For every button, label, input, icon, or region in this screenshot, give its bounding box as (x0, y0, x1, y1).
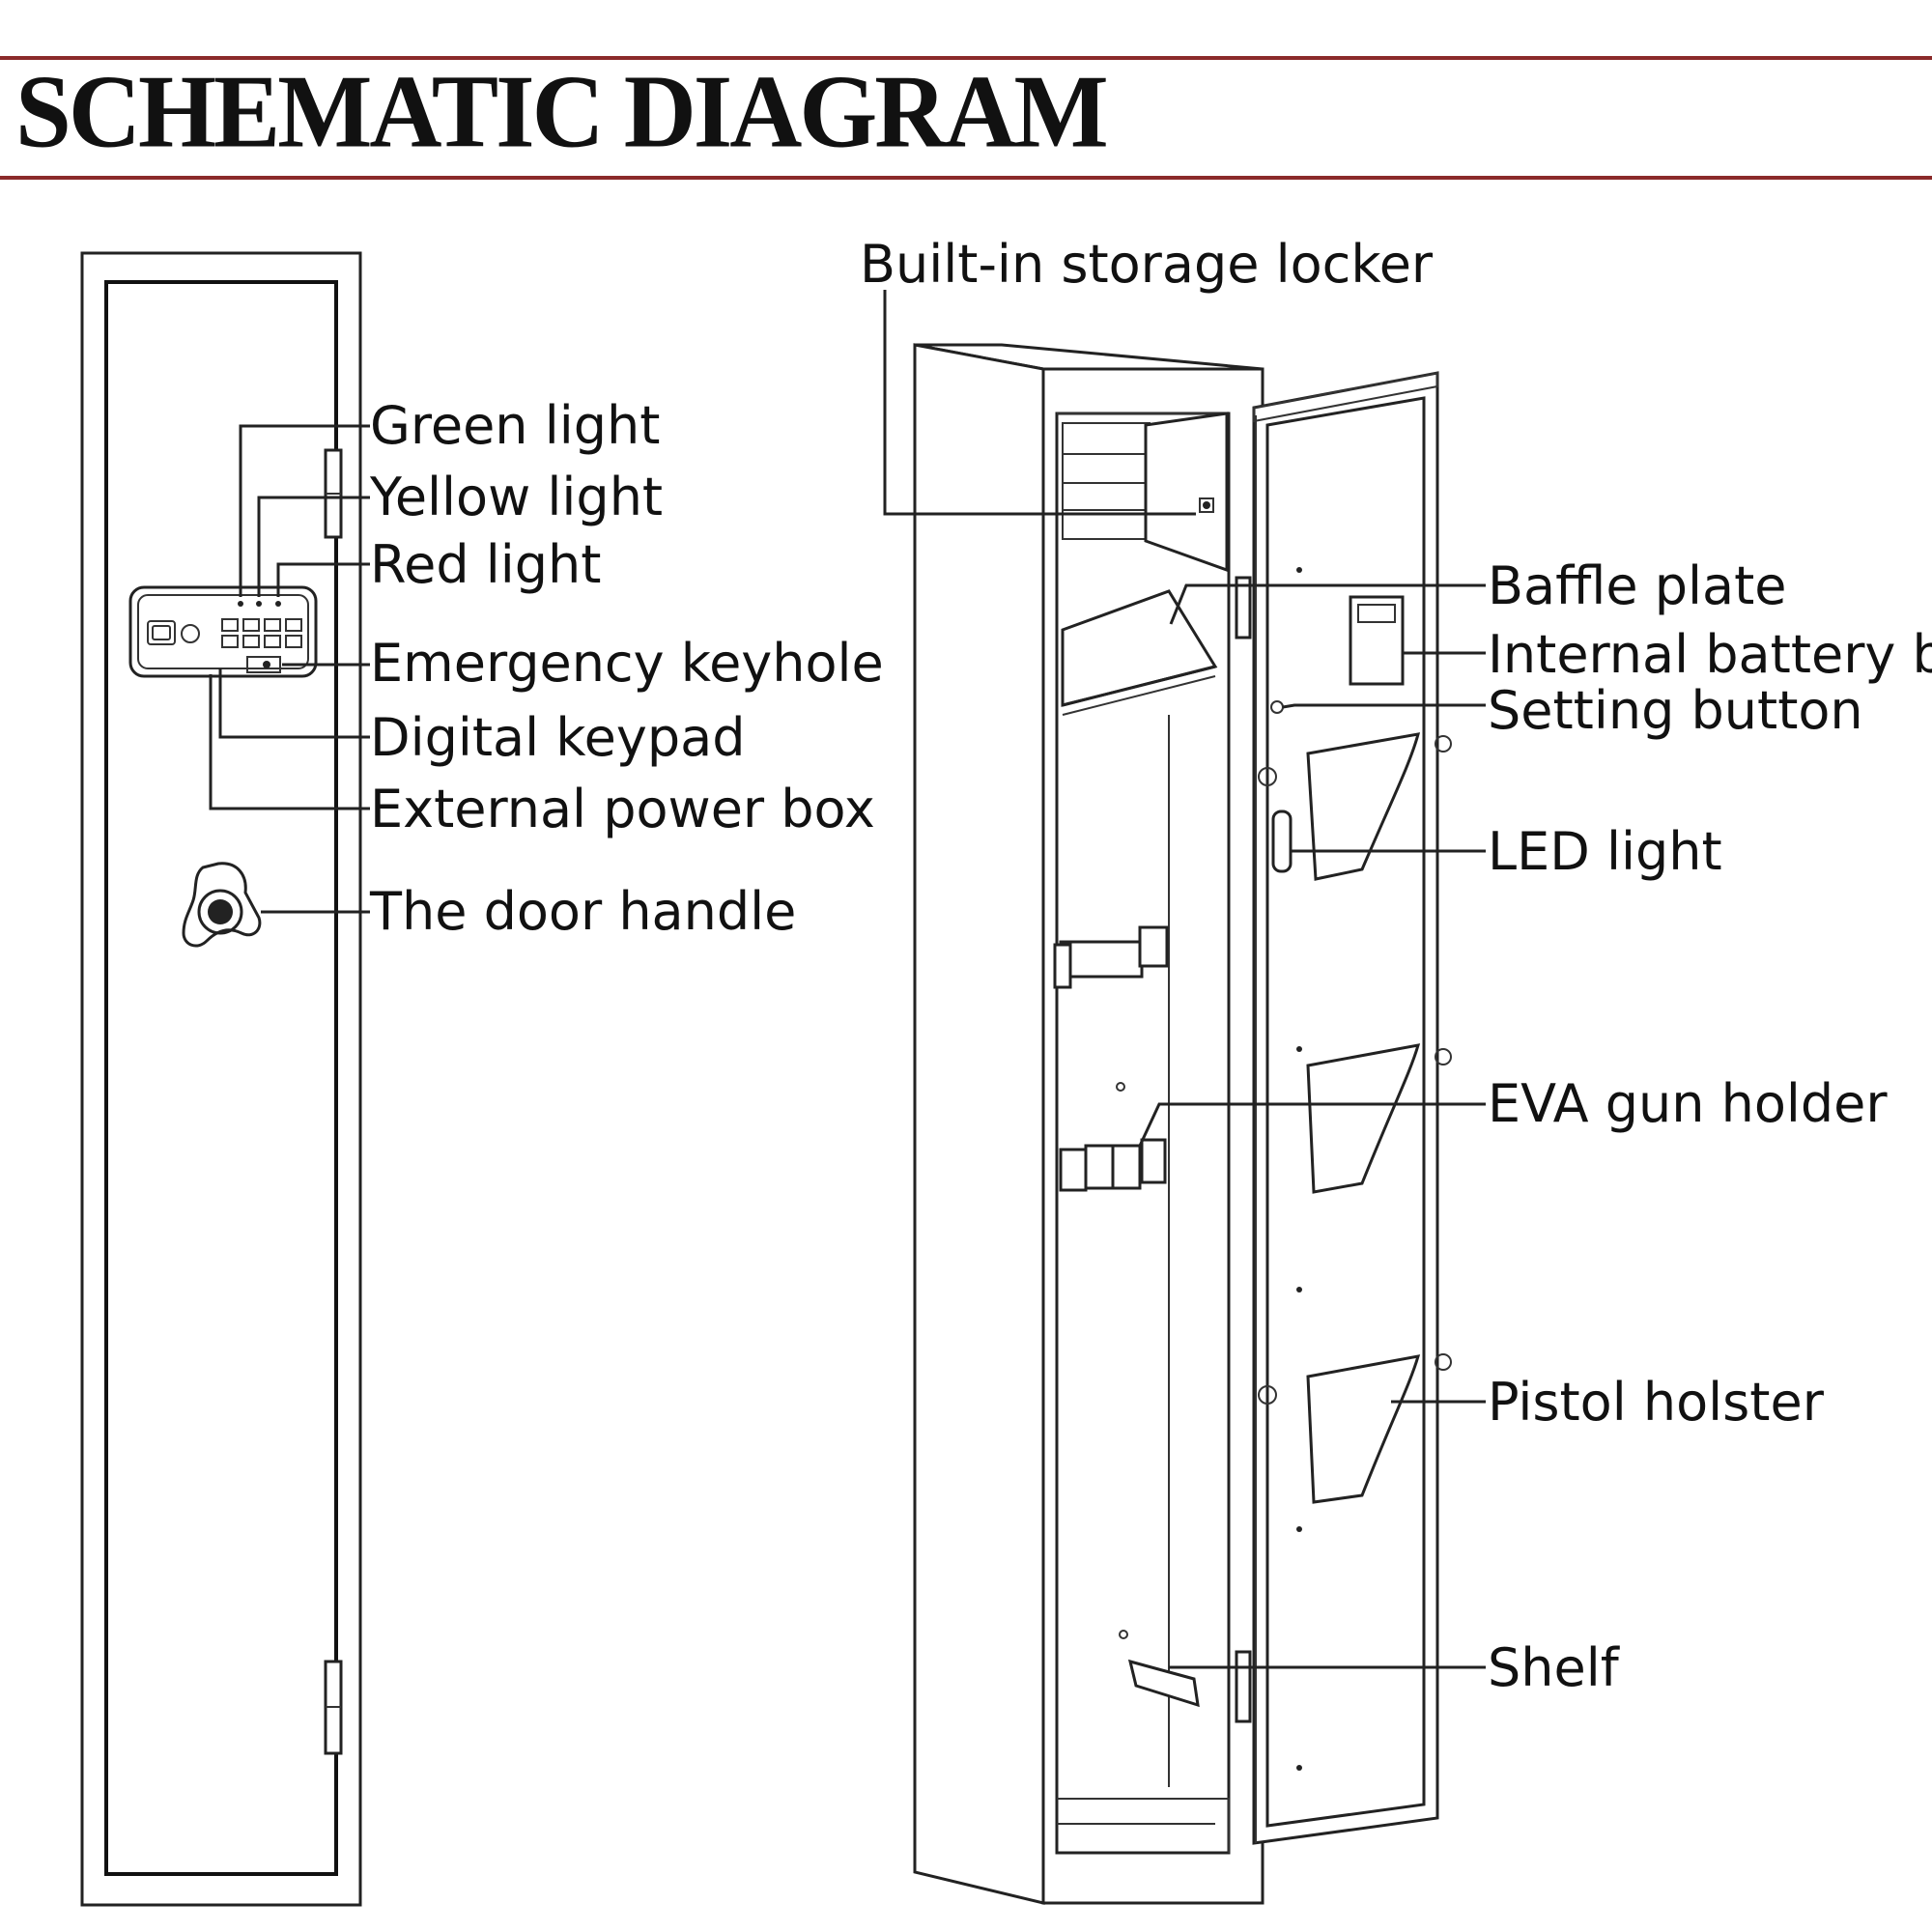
keypad-key (285, 635, 302, 648)
cabinet-hinge-bottom (1235, 1650, 1252, 1723)
leader-external-power-box (209, 674, 370, 810)
label-external-power-box: External power box (370, 779, 875, 839)
label-yellow-light: Yellow light (369, 467, 663, 527)
door-handle-hub (197, 889, 243, 935)
keypad-key (221, 618, 239, 632)
front-door-panel (104, 280, 338, 1876)
open-view: Built-in storage locker Baffle plate Int… (860, 234, 1932, 1905)
door-bolt (1258, 767, 1277, 786)
red-light-dot (275, 601, 281, 607)
round-button (181, 624, 200, 643)
leader-digital-keypad (218, 668, 370, 739)
door-edge-stud (1435, 735, 1452, 753)
label-emergency-keyhole: Emergency keyhole (370, 633, 884, 694)
door-handle-center (208, 899, 233, 924)
door-edge-stud (1435, 1048, 1452, 1065)
label-shelf: Shelf (1488, 1637, 1621, 1698)
fingerprint-sensor (147, 620, 176, 645)
locker-door (1144, 412, 1229, 573)
label-red-light: Red light (370, 534, 601, 595)
lower-gun-rest-block (1140, 1138, 1167, 1184)
upper-gun-rest (1053, 925, 1169, 989)
door-handle-knob (182, 862, 262, 948)
label-door-handle: The door handle (369, 881, 796, 942)
lower-gun-rest-block (1059, 1148, 1088, 1192)
interior-floor (1057, 1798, 1230, 1853)
leader-yellow-light (257, 496, 370, 597)
page-title: SCHEMATIC DIAGRAM (15, 53, 1109, 170)
label-digital-keypad: Digital keypad (370, 707, 745, 768)
locker-keyhole (1199, 497, 1214, 513)
lower-gun-rest (1059, 1138, 1167, 1192)
fingerprint-sensor-core (152, 625, 171, 640)
door-bolt (1258, 1385, 1277, 1405)
door-edge-stud (1435, 1353, 1452, 1371)
baffle-plate-edge (1062, 665, 1216, 707)
door-rivet (1296, 1765, 1302, 1771)
keypad-key (221, 635, 239, 648)
cabinet-front-frame (1041, 367, 1264, 1905)
interior-screw-hole (1116, 1082, 1125, 1092)
label-green-light: Green light (370, 395, 660, 456)
front-cabinet-outline (80, 251, 362, 1907)
leader-storage-locker (883, 290, 1196, 516)
baffle-plate-front (1062, 675, 1216, 716)
leader-eva-gun-holder (1138, 1102, 1486, 1147)
green-light-dot (238, 601, 243, 607)
led-light (1271, 810, 1293, 873)
battery-box-cover (1357, 604, 1396, 623)
label-baffle-plate: Baffle plate (1488, 555, 1787, 616)
label-battery-box: Internal battery box (1488, 624, 1932, 685)
internal-battery-box (1349, 595, 1405, 686)
storage-locker (1062, 412, 1229, 573)
emergency-keyhole (263, 661, 270, 668)
open-door-top-edge (1253, 371, 1438, 423)
keypad-key (264, 618, 281, 632)
keypad-key (285, 618, 302, 632)
front-view: Green light Yellow light Red light Emerg… (80, 251, 884, 1907)
label-setting-button: Setting button (1488, 680, 1863, 741)
leader-setting-button (1282, 703, 1486, 709)
door-rivet (1296, 1526, 1302, 1532)
upper-gun-rest-end (1053, 943, 1072, 989)
open-door-inner-panel (1265, 396, 1426, 1828)
door-rivet (1296, 1046, 1302, 1052)
keypad-key (242, 618, 260, 632)
yellow-light-dot (256, 601, 262, 607)
cabinet-left-side (913, 343, 1045, 1905)
leader-green-light (239, 424, 370, 597)
label-led-light: LED light (1488, 821, 1722, 882)
leader-baffle-plate (1169, 583, 1486, 625)
keypad-key (264, 635, 281, 648)
shelf-bracket (1127, 1659, 1200, 1708)
digital-keypad-lock (128, 585, 318, 678)
keypad-housing-inner (137, 594, 309, 669)
emergency-keyhole-cover (246, 656, 281, 673)
upper-gun-rest-bar (1059, 940, 1144, 979)
cabinet-hinge-top (1235, 576, 1252, 639)
locker-lock-knob (1203, 501, 1210, 509)
door-rivet (1296, 1287, 1302, 1293)
keypad-key (242, 635, 260, 648)
label-pistol-holster: Pistol holster (1488, 1372, 1825, 1433)
lower-gun-rest-block (1084, 1144, 1115, 1190)
leader-red-light (276, 562, 370, 597)
lower-gun-rest-block (1111, 1144, 1142, 1190)
interior-screw-hole (1119, 1630, 1128, 1639)
pistol-pocket-bottom (1306, 1354, 1421, 1504)
door-rivet (1296, 567, 1302, 573)
upper-gun-rest-block (1138, 925, 1169, 968)
label-storage-locker: Built-in storage locker (860, 234, 1434, 295)
label-eva-gun-holder: EVA gun holder (1488, 1073, 1888, 1134)
pistol-pocket-middle (1306, 1043, 1421, 1194)
pistol-pocket-top (1306, 732, 1421, 881)
